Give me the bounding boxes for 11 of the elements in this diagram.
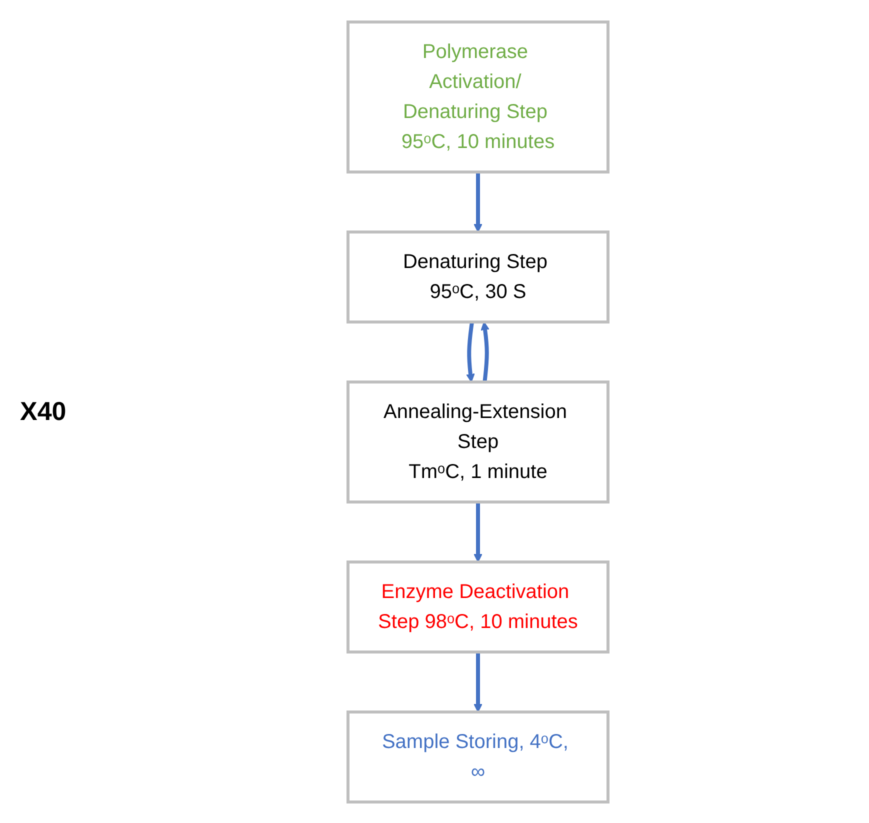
node-box: Sample Storing, 4ᵒC, ∞	[346, 710, 610, 803]
node-box: Denaturing Step 95ᵒC, 30 S	[346, 230, 610, 323]
arrow	[473, 172, 482, 232]
node-box: Enzyme Deactivation Step 98ᵒC, 10 minutes	[346, 560, 610, 653]
repeat-count-label: X40	[19, 396, 68, 427]
arrow	[466, 321, 474, 382]
arrow	[473, 502, 482, 562]
node-box: Polymerase Activation/ Denaturing Step 95ᵒC, 10 minutes	[346, 20, 610, 173]
arrow	[473, 652, 482, 712]
arrow	[480, 321, 490, 382]
node-box: Annealing-Extension Step TmᵒC, 1 minute	[346, 380, 610, 503]
